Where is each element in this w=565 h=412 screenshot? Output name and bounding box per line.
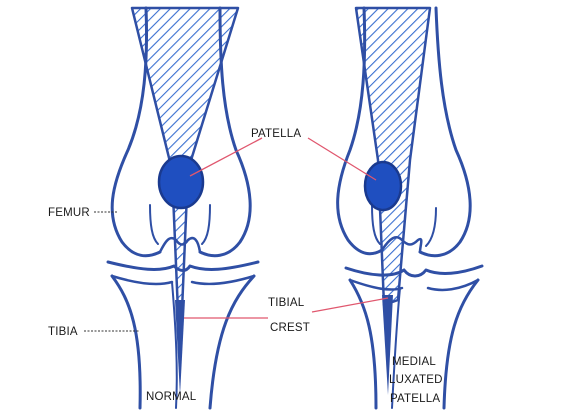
normal-tibia-right-edge: [210, 276, 254, 408]
luxated-femur-right-edge: [420, 8, 470, 256]
luxated-knee: [338, 8, 482, 408]
normal-label: NORMAL: [146, 390, 196, 404]
patella-pointer-left: [190, 138, 262, 176]
patella-label: PATELLA: [251, 127, 301, 141]
crest-pointer-right: [312, 298, 388, 312]
luxated-quadriceps-wedge: [356, 8, 430, 305]
luxated-tibia-right-edge: [444, 280, 478, 408]
normal-patella: [159, 156, 203, 208]
medial-label-line3: PATELLA: [390, 392, 440, 406]
tibial-crest-label-line1: TIBIAL: [268, 296, 304, 310]
luxated-tibia-left-edge: [350, 280, 376, 408]
normal-knee: [108, 8, 258, 408]
tibia-label: TIBIA: [48, 325, 78, 339]
normal-tibia-left-edge: [112, 276, 140, 408]
femur-label: FEMUR: [48, 206, 90, 220]
luxated-patella: [365, 162, 401, 210]
medial-label-line2: LUXATED: [389, 373, 443, 387]
medial-label-line1: MEDIAL: [392, 355, 436, 369]
luxated-tibia-plateau: [346, 266, 482, 276]
tibial-crest-label-line2: CREST: [270, 321, 310, 335]
